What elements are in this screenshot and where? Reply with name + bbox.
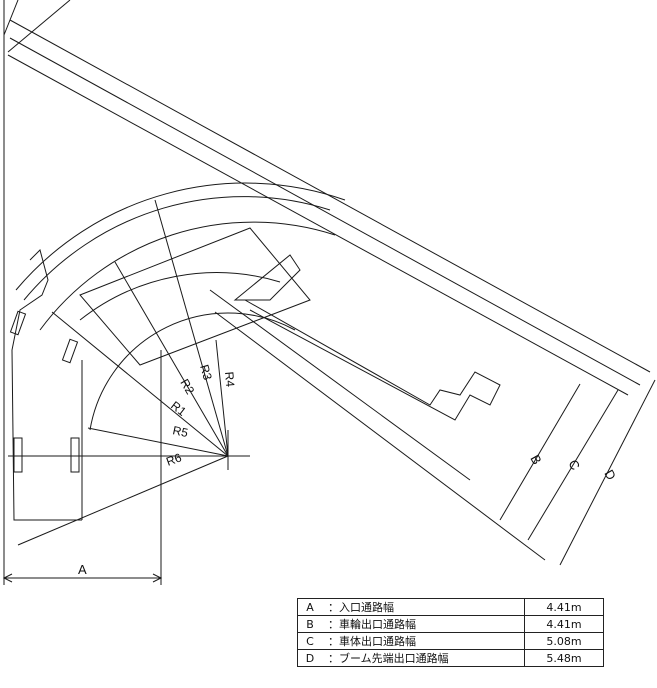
- label-dimension-c: C: [565, 457, 583, 473]
- row-key: C: [297, 632, 322, 650]
- dimension-c-line: [528, 390, 618, 540]
- row-label: ：入口通路幅: [322, 598, 525, 616]
- ray-r5: [88, 428, 228, 456]
- row-key: A: [297, 598, 322, 616]
- dimension-a-arrow-right: [153, 574, 161, 582]
- ray-r3: [155, 200, 228, 456]
- road-edge-line-1: [4, 0, 18, 35]
- label-r1: R1: [168, 398, 189, 419]
- exit-passage-inner-line: [210, 290, 470, 480]
- wheel-front-left: [10, 311, 25, 334]
- label-dimension-a: A: [78, 562, 87, 577]
- arc-mid: [40, 222, 335, 330]
- row-value: 4.41m: [524, 615, 604, 633]
- arc-outer-2: [24, 197, 330, 300]
- road-edge-line-2: [8, 0, 70, 52]
- dimension-a-arrow-left: [4, 574, 12, 582]
- label-r4: R4: [222, 371, 237, 388]
- arc-wheel: [90, 313, 295, 430]
- arc-inner: [80, 273, 280, 320]
- label-r3: R3: [197, 363, 215, 382]
- vehicle-body-outline: [79, 227, 311, 366]
- row-label: ：車輪出口通路幅: [322, 615, 525, 633]
- boom-outline: [245, 300, 500, 420]
- label-r2: R2: [177, 377, 197, 398]
- road-edge-line-3: [10, 20, 650, 372]
- dimension-d-line: [560, 380, 655, 565]
- wheel-rear-right: [71, 438, 79, 472]
- arc-outer: [16, 183, 345, 290]
- table-row: A ：入口通路幅 4.41m: [297, 598, 604, 616]
- passage-width-table: A ：入口通路幅 4.41m B ：車輪出口通路幅 4.41m C ：車体出口通…: [297, 598, 604, 667]
- row-value: 5.08m: [524, 632, 604, 650]
- road-edge-line-5: [8, 55, 628, 395]
- vehicle-left-outline: [12, 250, 48, 520]
- row-label: ：ブーム先端出口通路幅: [322, 649, 525, 667]
- dimension-b-line: [500, 384, 580, 520]
- label-r5: R5: [171, 423, 189, 440]
- label-dimension-b: B: [527, 452, 544, 467]
- label-r6: R6: [164, 450, 184, 469]
- ray-r1: [52, 312, 228, 456]
- table-row: C ：車体出口通路幅 5.08m: [297, 632, 604, 650]
- row-value: 4.41m: [524, 598, 604, 616]
- table-row: D ：ブーム先端出口通路幅 5.48m: [297, 649, 604, 667]
- table-row: B ：車輪出口通路幅 4.41m: [297, 615, 604, 633]
- row-label: ：車体出口通路幅: [322, 632, 525, 650]
- exit-passage-outer-line: [215, 312, 545, 560]
- wheel-rear-left: [14, 438, 22, 472]
- ray-r6: [18, 456, 228, 545]
- ray-r2: [115, 262, 228, 456]
- row-key: B: [297, 615, 322, 633]
- ray-r4: [216, 340, 228, 456]
- wheel-front-right: [62, 339, 77, 362]
- vehicle-cab-outline: [233, 254, 301, 301]
- row-key: D: [297, 649, 322, 667]
- road-edge-line-4: [10, 38, 640, 385]
- row-value: 5.48m: [524, 649, 604, 667]
